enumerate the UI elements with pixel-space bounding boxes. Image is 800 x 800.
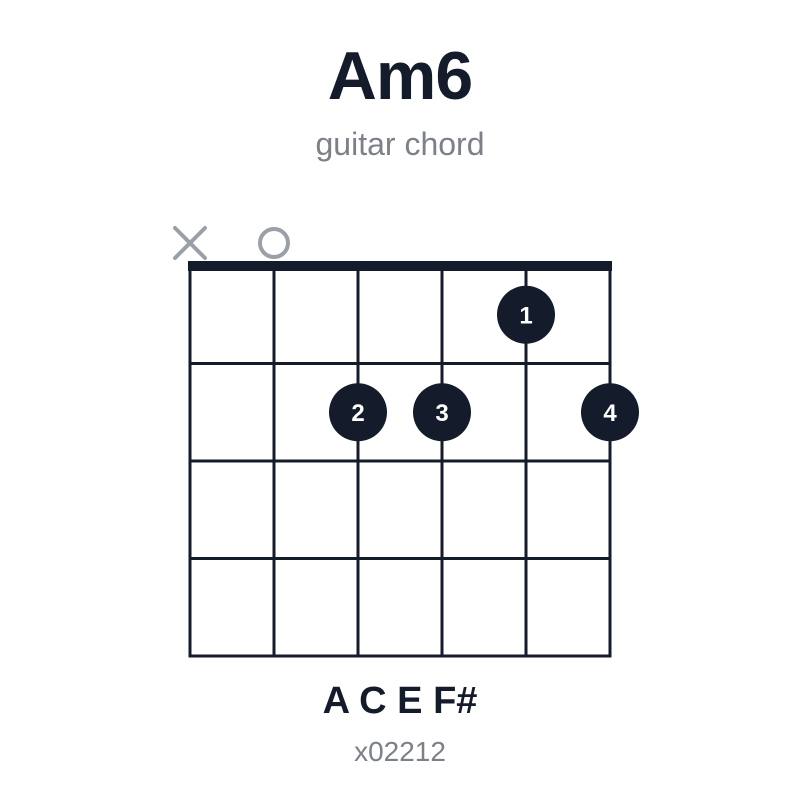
finger-number: 3 [435, 400, 448, 427]
finger-dot-circle [329, 383, 387, 442]
finger-dot-circle [581, 383, 639, 442]
muted-string-icon [173, 226, 207, 260]
chord-fingering: x02212 [354, 736, 446, 767]
finger-dot-circle [497, 285, 555, 344]
finger-dot-4: 4 [581, 383, 639, 442]
finger-number: 2 [351, 400, 364, 427]
finger-dot-2: 2 [329, 383, 387, 442]
open-string-icon [258, 227, 290, 259]
string-markers [173, 226, 290, 260]
finger-number: 1 [519, 302, 532, 329]
muted-stroke [173, 226, 207, 260]
finger-dot-circle [413, 383, 471, 442]
finger-dots: 1 2 3 4 [329, 285, 639, 442]
chord-subtitle: guitar chord [315, 126, 485, 162]
finger-number: 4 [603, 400, 617, 427]
finger-dot-1: 1 [497, 285, 555, 344]
nut [188, 261, 612, 271]
chord-notes: A C E F# [322, 680, 478, 722]
finger-dot-3: 3 [413, 383, 471, 442]
chord-name: Am6 [327, 38, 473, 114]
